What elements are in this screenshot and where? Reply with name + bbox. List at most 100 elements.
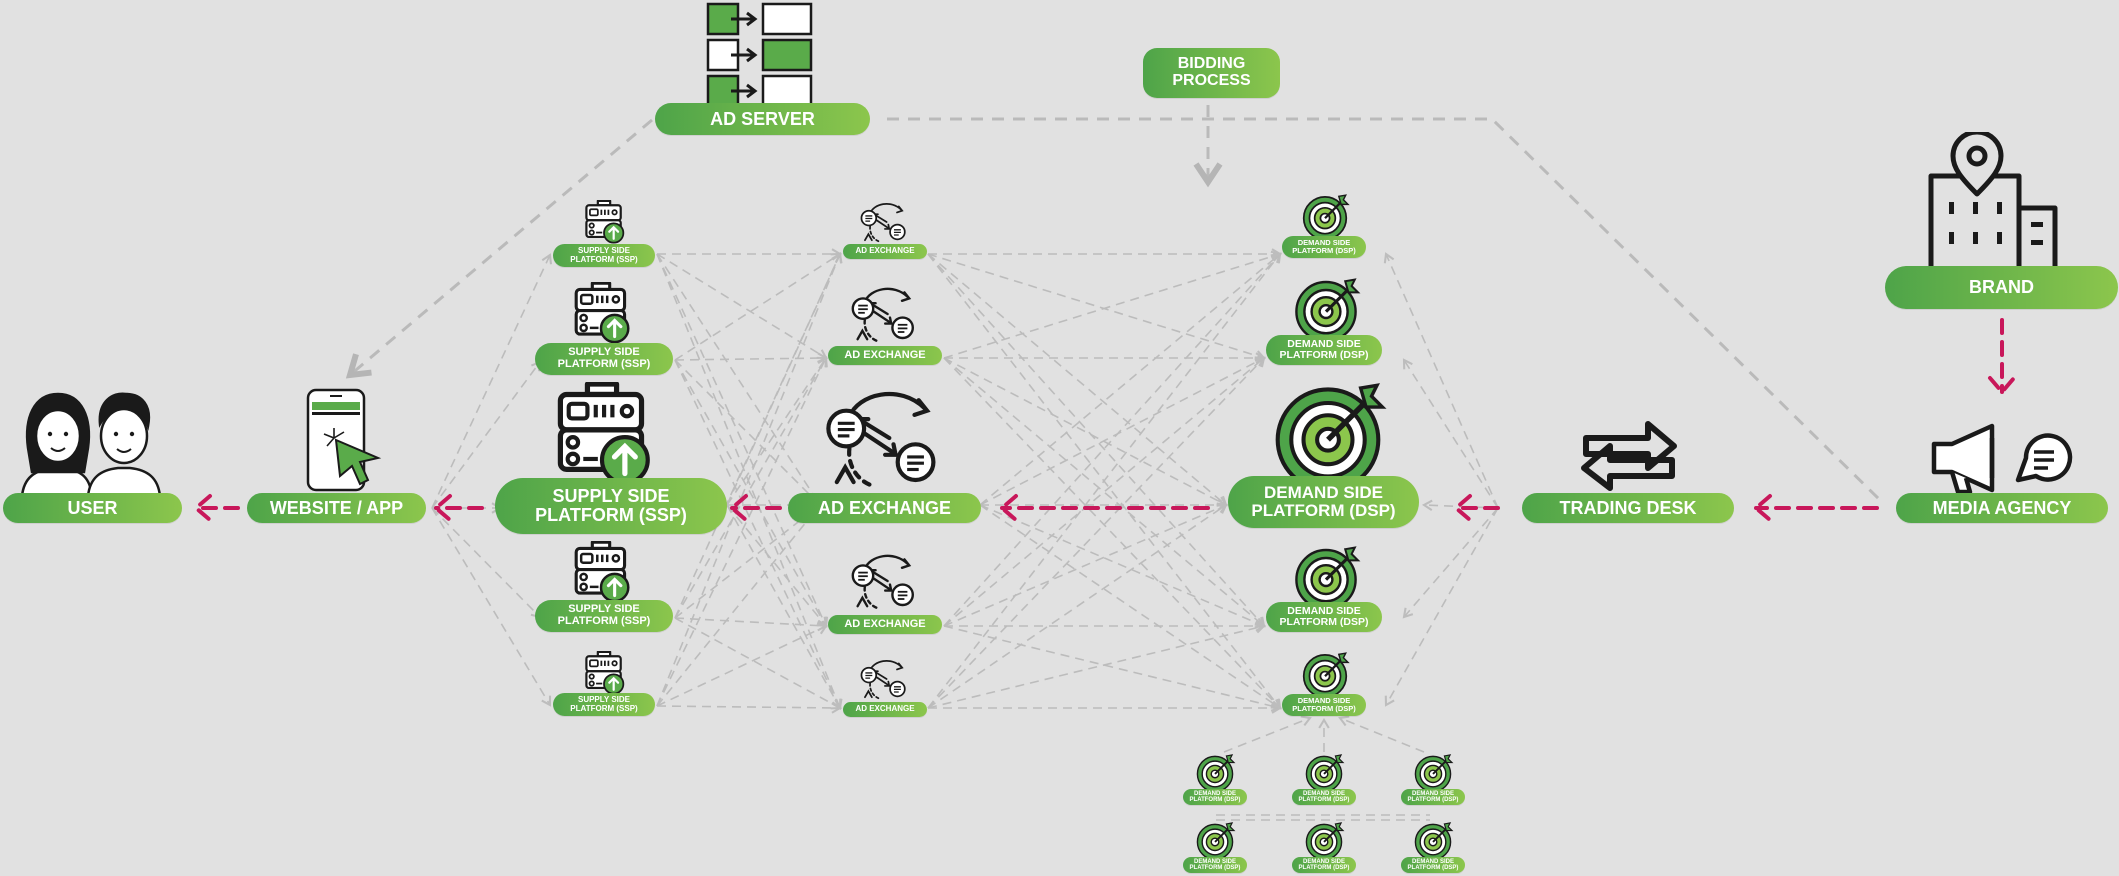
flow-arrow-to-user [192, 494, 240, 522]
dsp-label-line2: PLATFORM (DSP) [1407, 865, 1459, 871]
ad-exchange-pill: AD EXCHANGE [828, 615, 942, 634]
ad-exchange-pill: AD EXCHANGE [843, 702, 927, 717]
connector-line [656, 253, 829, 628]
target-icon [1286, 546, 1366, 610]
flow-arrow-to-trading-desk [1752, 494, 1879, 522]
flow-arrow-to-exchange [998, 494, 1210, 522]
connector-line [927, 253, 1266, 628]
flow-arrow-to-ssp [728, 494, 782, 522]
connector-line [431, 253, 553, 509]
dsp-label-line2: PLATFORM (DSP) [1189, 797, 1241, 803]
target-icon [1296, 652, 1354, 698]
connector-line [979, 504, 1266, 629]
dsp-label-line2: PLATFORM (DSP) [1298, 797, 1350, 803]
connector-line [726, 356, 828, 506]
user-pill: USER [3, 493, 182, 523]
server-upload-icon [582, 651, 626, 695]
connector-line [656, 624, 828, 707]
ad-server-label: AD SERVER [710, 108, 815, 129]
exchange-cycle-icon [858, 657, 910, 701]
connector-line [1421, 499, 1499, 511]
connector-line [943, 357, 1282, 710]
connector-line [674, 617, 842, 710]
dsp-label-line1: DEMAND SIDE [1411, 790, 1454, 797]
dsp-label-line2: PLATFORM (DSP) [1298, 865, 1350, 871]
connector-line [726, 504, 842, 710]
ad-server-to-website-line [345, 118, 653, 379]
connector-line [943, 357, 1228, 507]
target-icon [1299, 822, 1349, 860]
bidding-label-line1: BIDDING [1177, 55, 1246, 73]
connector-line [927, 356, 1266, 709]
connector-line [1338, 715, 1425, 753]
user-label: USER [67, 497, 118, 518]
connector-line [927, 253, 1266, 362]
brand-pill: BRAND [1885, 266, 2118, 309]
ad-exchange-label: AD EXCHANGE [855, 246, 915, 256]
ssp-label-line1: SUPPLY SIDE [568, 603, 640, 616]
connector-line [674, 359, 822, 507]
exchange-cycle-icon [820, 384, 946, 492]
ad-server-lines [345, 105, 1882, 502]
megaphone-icon [1930, 422, 2074, 494]
connector-line [656, 356, 828, 707]
dsp-label-line1: DEMAND SIDE [1297, 696, 1351, 706]
dsp-label-line2: PLATFORM (DSP) [1292, 704, 1356, 713]
dsp-label-line1: DEMAND SIDE [1287, 337, 1361, 350]
server-upload-icon [550, 382, 654, 486]
flow-arrow-to-website [432, 494, 484, 522]
dsp-label-line1: DEMAND SIDE [1302, 790, 1345, 797]
flow-arrow-to-dsp [1452, 494, 1500, 522]
dsp-label-line1: DEMAND SIDE [1193, 858, 1236, 865]
connector-line [674, 352, 829, 364]
connector-line [674, 359, 842, 710]
connector-line [979, 252, 1282, 506]
ad-exchange-pill-main: AD EXCHANGE [788, 493, 981, 523]
ad-exchange-label: AD EXCHANGE [817, 497, 951, 518]
connector-line [656, 503, 822, 707]
ad-exchange-label: AD EXCHANGE [844, 348, 926, 361]
target-icon [1296, 194, 1354, 240]
trading-desk-pill: TRADING DESK [1522, 493, 1734, 523]
connector-line [656, 252, 843, 707]
ssp-label-line1: SUPPLY SIDE [577, 246, 631, 256]
connector-line [674, 617, 829, 632]
connector-line [656, 253, 822, 507]
exchange-cycle-icon [848, 550, 920, 612]
connector-line [943, 502, 1228, 627]
connector-line [1402, 507, 1499, 619]
dsp-label-line2: PLATFORM (DSP) [1279, 616, 1369, 628]
exchange-cycle-icon [848, 283, 920, 345]
connector-line [927, 622, 1266, 709]
ssp-label-line2: PLATFORM (SSP) [570, 703, 638, 713]
ssp-label-line1: SUPPLY SIDE [552, 486, 670, 507]
connector-line [674, 252, 842, 361]
users-icon [18, 388, 163, 496]
connector-line [656, 253, 828, 360]
brand-label: BRAND [1969, 277, 2034, 298]
dsp-label-line2: PLATFORM (DSP) [1407, 797, 1459, 803]
ad-exchange-pill: AD EXCHANGE [828, 346, 942, 365]
ad-server-to-agency-line [887, 117, 1882, 502]
connector-line [1383, 252, 1499, 509]
ad-flow-grid-icon [705, 2, 815, 108]
flow-arrow-brand-to-agency [1988, 318, 2016, 396]
ssp-label-line2: PLATFORM (SSP) [557, 615, 651, 627]
dsp-label-line2: PLATFORM (DSP) [1189, 865, 1241, 871]
dsp-label-line1: DEMAND SIDE [1302, 858, 1345, 865]
connector-line [943, 357, 1266, 628]
